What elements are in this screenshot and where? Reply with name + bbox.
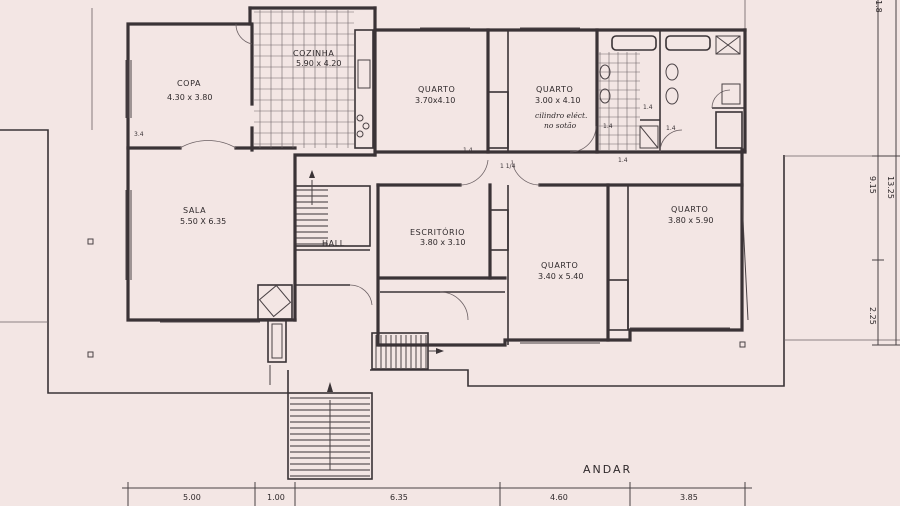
marking-5: 1.4 (643, 104, 653, 111)
entry-stairs (375, 335, 427, 368)
dim-right-4: 2.25 (868, 307, 877, 325)
floor-title: ANDAR (583, 463, 632, 476)
hall-name: HALL (322, 239, 345, 248)
dim-bottom-5: 3.85 (680, 493, 698, 502)
interior-walls (126, 22, 745, 345)
quarto3-name: QUARTO (541, 261, 578, 270)
hall-stairs (295, 189, 328, 245)
cozinha-dim: 5.90 x 4.20 (296, 59, 341, 68)
quarto4-name: QUARTO (671, 205, 708, 214)
dim-bottom-1: 5.00 (183, 493, 201, 502)
right-dimension-lines: 1.8 13.25 9.15 2.25 (868, 0, 900, 346)
kitchen-tiles (254, 10, 354, 148)
bath-tiles (598, 52, 640, 150)
hall-fixture (257, 284, 293, 363)
dim-right-3: 9.15 (868, 176, 877, 194)
sala-dim: 5.50 X 6.35 (180, 217, 226, 226)
quarto2-name: QUARTO (536, 85, 573, 94)
terrace-markers (87, 238, 746, 358)
escritorio-name: ESCRITÓRIO (410, 226, 465, 237)
bath-fixtures (599, 35, 743, 149)
small-markings: 1.4 1.4 1 1/4 1.4 1.4 1.4 3.4 (134, 104, 676, 170)
marking-3: 1 1/4 (500, 163, 516, 170)
marking-6: 1.4 (666, 125, 676, 132)
door-swings (179, 23, 731, 321)
marking-4: 1.4 (618, 157, 628, 164)
cozinha-name: COZINHA (293, 49, 334, 58)
terrace-outline (0, 0, 900, 394)
dim-right-1: 1.8 (874, 0, 883, 13)
sala-name: SALA (183, 206, 206, 215)
cilindro-note-2: no sotão (544, 121, 577, 130)
escritorio-dim: 3.80 x 3.10 (420, 238, 465, 247)
stair-outlines (269, 170, 444, 480)
windows (125, 27, 749, 344)
quarto3-dim: 3.40 x 5.40 (538, 272, 583, 281)
exterior-walls (126, 6, 747, 347)
copa-dim: 4.30 x 3.80 (167, 93, 212, 102)
quarto2-dim: 3.00 x 4.10 (535, 96, 580, 105)
cilindro-note-1: cilindro eléct. (535, 111, 587, 120)
room-labels: COPA 4.30 x 3.80 COZINHA 5.90 x 4.20 QUA… (167, 49, 713, 281)
quarto1-name: QUARTO (418, 85, 455, 94)
dim-bottom-3: 6.35 (390, 493, 408, 502)
dim-right-2: 13.25 (886, 176, 895, 199)
quarto4-dim: 3.80 x 5.90 (668, 216, 713, 225)
marking-1: 1.4 (463, 147, 473, 154)
marking-7: 3.4 (134, 131, 144, 138)
copa-name: COPA (177, 79, 201, 88)
dim-bottom-2: 1.00 (267, 493, 285, 502)
quarto1-dim: 3.70x4.10 (415, 96, 455, 105)
dim-bottom-4: 4.60 (550, 493, 568, 502)
bottom-dimension-line: 5.00 1.00 6.35 4.60 3.85 (122, 482, 752, 506)
kitchen-counter (354, 29, 374, 149)
marking-2: 1.4 (603, 123, 613, 130)
